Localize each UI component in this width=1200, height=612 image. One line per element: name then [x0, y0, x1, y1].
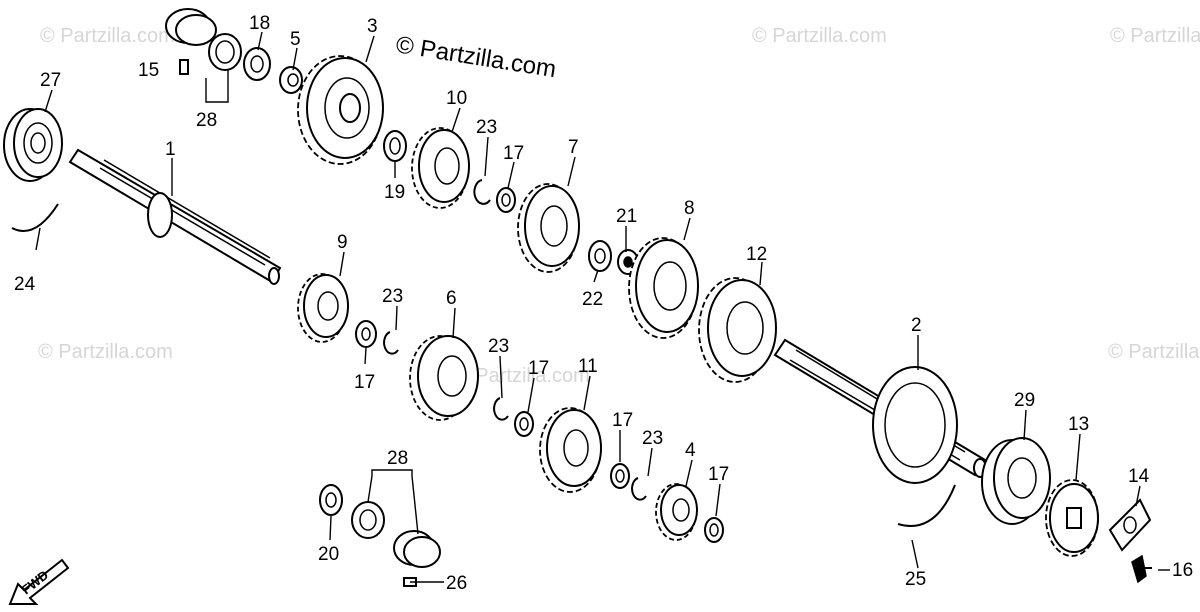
callout-23-c: 23: [642, 428, 663, 449]
circlip-23-a: [383, 331, 399, 355]
callout-26: 26: [446, 573, 467, 594]
fixing-plate-14: [1108, 498, 1152, 552]
callout-27: 27: [40, 70, 61, 91]
callout-10: 10: [446, 88, 467, 109]
callout-24: 24: [14, 274, 36, 295]
gear-4: [655, 483, 698, 541]
callout-12: 12: [746, 244, 767, 265]
callout-4: 4: [685, 440, 696, 461]
callout-9: 9: [337, 232, 348, 253]
callout-29: 29: [1014, 390, 1035, 411]
circlip-23-b: [493, 397, 509, 421]
set-ring-24: [11, 203, 59, 232]
callout-28-top: 28: [196, 110, 217, 131]
bolt-16: [1131, 554, 1152, 584]
callout-labels: 27 1 18 5 3 15 28 10 23 17 7 19 24 21 8 …: [14, 13, 1193, 594]
callout-11: 11: [578, 356, 598, 377]
fwd-arrow-icon: FWD: [8, 558, 70, 605]
callout-13: 13: [1068, 414, 1089, 435]
callout-17-a: 17: [354, 372, 375, 393]
pin-15: [179, 59, 189, 75]
leader-lines: [35, 31, 1170, 583]
callout-3: 3: [367, 16, 378, 37]
callout-22: 22: [582, 289, 603, 310]
callout-6: 6: [446, 288, 457, 309]
callout-5: 5: [290, 29, 301, 50]
callout-28-bottom: 28: [387, 448, 408, 469]
main-shaft-1: [68, 148, 282, 285]
bearing-29: [981, 437, 1051, 525]
callout-17-b: 17: [528, 358, 549, 379]
watermark-mid-left: © Partzilla.com: [38, 341, 173, 363]
bearing-27: [3, 108, 63, 182]
callout-23-b: 23: [488, 336, 509, 357]
callout-8: 8: [684, 198, 695, 219]
bushing-top: [165, 8, 217, 46]
callout-1: 1: [165, 139, 176, 160]
collar-5: [279, 66, 303, 94]
callout-19: 19: [384, 182, 405, 203]
watermark-mid-center: © Partzilla.com: [455, 365, 590, 387]
callout-17-d: 17: [708, 464, 729, 485]
callout-20: 20: [318, 544, 339, 565]
watermarks: © Partzilla.com © Partzilla.com © Partzi…: [38, 25, 1200, 387]
callout-2: 2: [911, 315, 922, 336]
needle-bearing-bottom: [351, 501, 385, 539]
gear-10: [411, 127, 470, 209]
washer-17-c: [610, 463, 630, 489]
washer-17-d: [704, 517, 724, 543]
watermark-top-left: © Partzilla.com: [40, 25, 175, 47]
watermark-mid-right: © Partzilla.com: [1108, 341, 1200, 363]
gear-3: [297, 55, 384, 165]
gear-12: [698, 277, 777, 383]
callout-21: 21: [616, 206, 637, 227]
callout-17-top: 17: [503, 143, 524, 164]
washer-19: [383, 130, 407, 162]
washer-17-top: [496, 187, 516, 213]
needle-bearing-top: [208, 33, 242, 71]
gear-11: [539, 407, 602, 493]
watermark-top-right: © Partzilla.com: [1110, 25, 1200, 47]
callout-16: 16: [1172, 560, 1193, 581]
callout-25: 25: [905, 569, 926, 590]
washer-17-a: [355, 320, 377, 348]
callout-7: 7: [568, 137, 579, 158]
washer-18: [243, 47, 271, 81]
callout-23-a: 23: [382, 286, 403, 307]
callout-23-top: 23: [476, 117, 497, 138]
set-ring-25: [897, 484, 956, 527]
countershaft-2: [773, 338, 987, 484]
gear-6: [409, 335, 479, 421]
callout-15: 15: [138, 60, 159, 81]
gear-7: [517, 183, 580, 273]
sprocket-13: [1045, 479, 1099, 557]
gear-9: [297, 273, 349, 343]
circlip-23-top: [473, 179, 491, 205]
bushing-bottom: [393, 530, 441, 568]
washer-20: [319, 484, 343, 516]
washer-17-b: [514, 411, 534, 437]
washer-22: [588, 240, 612, 272]
gear-8: [628, 237, 699, 339]
watermark-top-mid: © Partzilla.com: [752, 25, 887, 47]
callout-17-c: 17: [612, 410, 633, 431]
circlip-23-c: [631, 477, 647, 501]
callout-18: 18: [249, 13, 270, 34]
callout-14: 14: [1128, 466, 1150, 487]
copyright-text: © Partzilla.com: [394, 31, 558, 83]
